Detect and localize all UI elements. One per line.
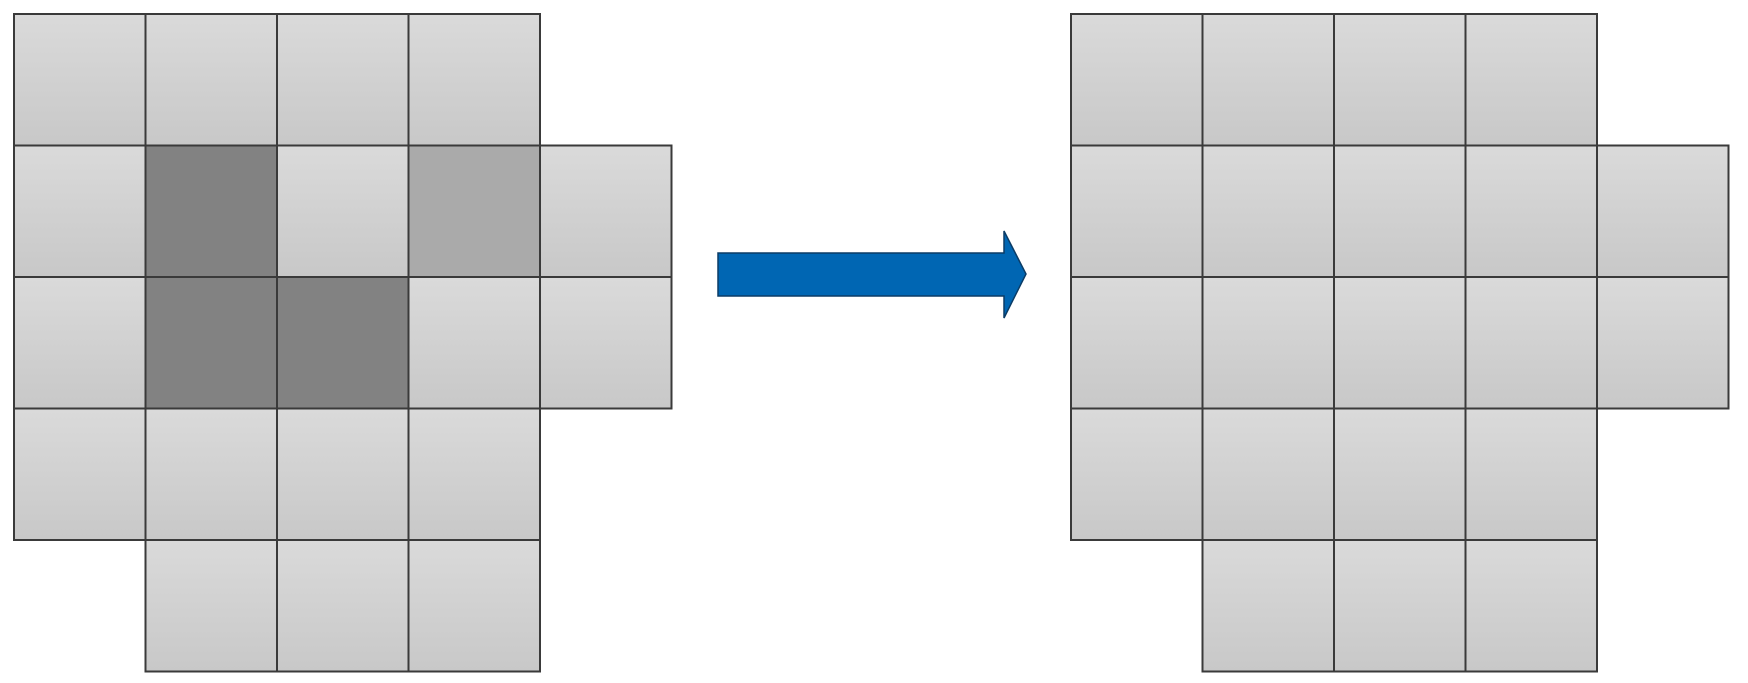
right-grid-cell-r5-c3-light xyxy=(1333,539,1467,673)
left-grid-cell-r1-c4-light xyxy=(407,13,541,147)
left-grid-cell-r1-c3-light xyxy=(276,13,410,147)
right-grid-cell-r4-c2-light xyxy=(1201,407,1335,541)
left-grid-before xyxy=(13,13,673,673)
left-grid-cell-r3-c4-light xyxy=(407,276,541,410)
left-grid-cell-r1-c2-light xyxy=(144,13,278,147)
right-grid-cell-r3-c3-light xyxy=(1333,276,1467,410)
right-grid-cell-r1-c2-light xyxy=(1201,13,1335,147)
left-grid-cell-r4-c2-light xyxy=(144,407,278,541)
arrow-shape xyxy=(717,230,1027,319)
right-grid-cell-r1-c4-light xyxy=(1464,13,1598,147)
right-grid-cell-r5-c4-light xyxy=(1464,539,1598,673)
right-grid-cell-r5-c2-light xyxy=(1201,539,1335,673)
left-grid-cell-r3-c5-light xyxy=(539,276,673,410)
right-grid-cell-r3-c1-light xyxy=(1070,276,1204,410)
left-grid-cell-r1-c1-light xyxy=(13,13,147,147)
left-grid-cell-r2-c2-dark xyxy=(144,144,278,278)
right-grid-cell-r2-c5-light xyxy=(1596,144,1730,278)
left-grid-cell-r4-c1-light xyxy=(13,407,147,541)
right-grid-cell-r3-c5-light xyxy=(1596,276,1730,410)
left-grid-cell-r2-c5-light xyxy=(539,144,673,278)
left-grid-cell-r2-c1-light xyxy=(13,144,147,278)
left-grid-cell-r2-c4-medium xyxy=(407,144,541,278)
left-grid-cell-r5-c2-light xyxy=(144,539,278,673)
right-grid-cell-r3-c2-light xyxy=(1201,276,1335,410)
right-grid-cell-r4-c4-light xyxy=(1464,407,1598,541)
right-grid-cell-r1-c3-light xyxy=(1333,13,1467,147)
right-grid-cell-r2-c4-light xyxy=(1464,144,1598,278)
left-grid-cell-r3-c1-light xyxy=(13,276,147,410)
right-grid-cell-r1-c1-light xyxy=(1070,13,1204,147)
right-grid-cell-r2-c1-light xyxy=(1070,144,1204,278)
left-grid-cell-r3-c2-dark xyxy=(144,276,278,410)
right-grid-cell-r3-c4-light xyxy=(1464,276,1598,410)
left-grid-cell-r5-c4-light xyxy=(407,539,541,673)
right-grid-cell-r4-c1-light xyxy=(1070,407,1204,541)
left-grid-cell-r4-c3-light xyxy=(276,407,410,541)
right-grid-after xyxy=(1070,13,1730,673)
left-grid-cell-r3-c3-dark xyxy=(276,276,410,410)
right-arrow-icon xyxy=(717,230,1027,319)
left-grid-cell-r4-c4-light xyxy=(407,407,541,541)
right-grid-cell-r2-c2-light xyxy=(1201,144,1335,278)
right-grid-cell-r4-c3-light xyxy=(1333,407,1467,541)
left-grid-cell-r5-c3-light xyxy=(276,539,410,673)
left-grid-cell-r2-c3-light xyxy=(276,144,410,278)
right-grid-cell-r2-c3-light xyxy=(1333,144,1467,278)
